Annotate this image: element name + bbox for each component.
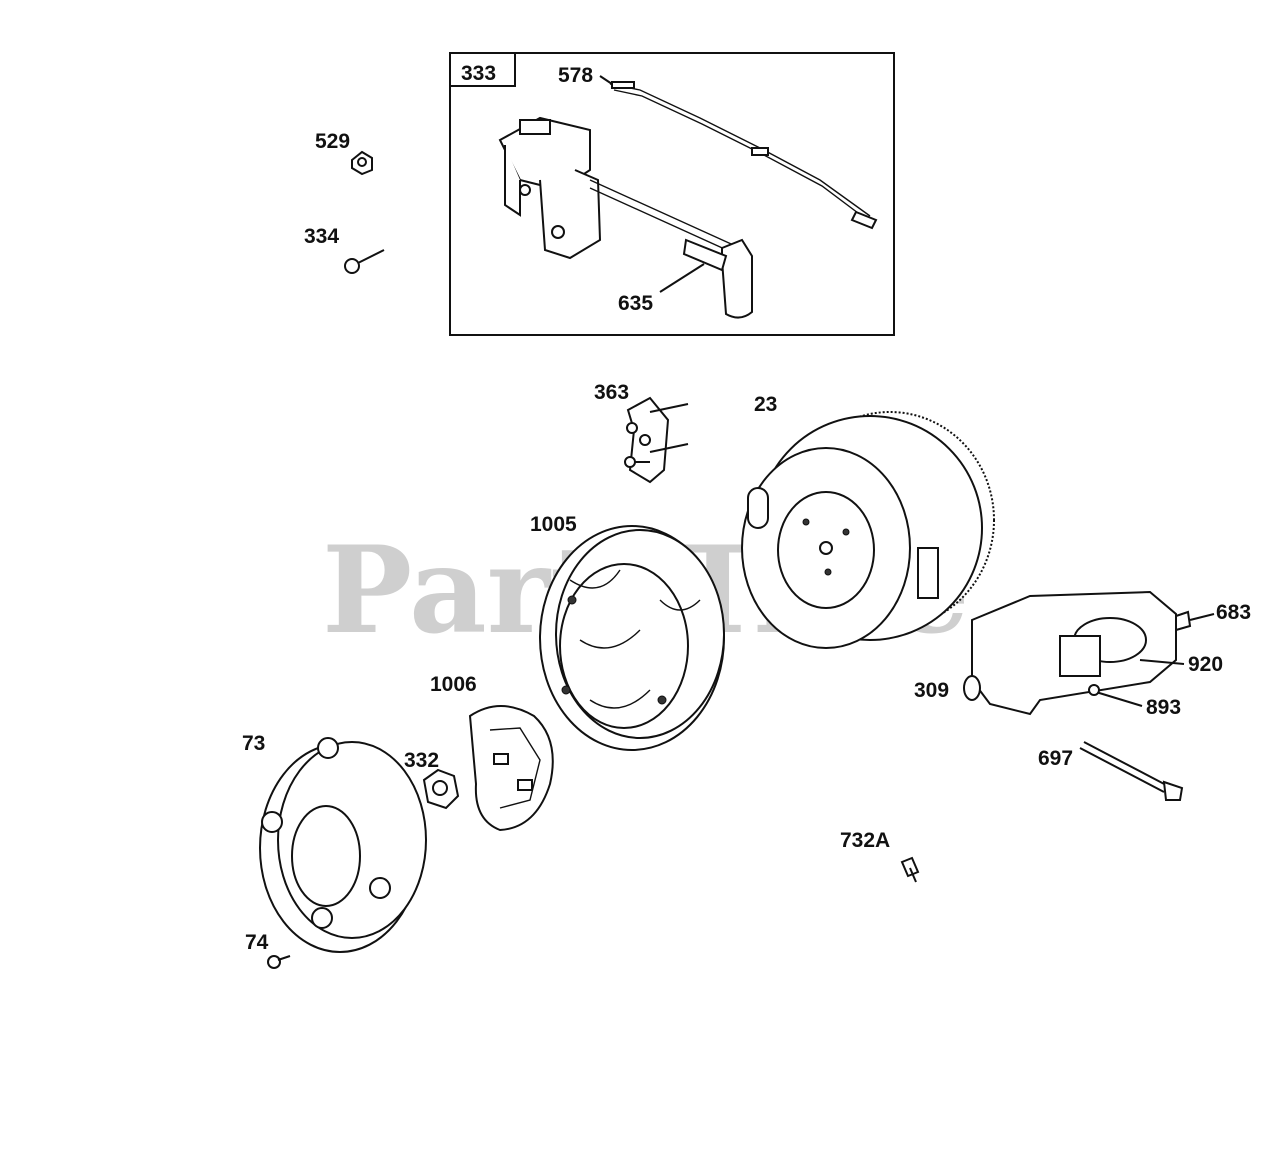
leader-635 <box>659 263 705 293</box>
leader-893 <box>1095 691 1143 707</box>
starter-nut-part[interactable] <box>1088 684 1100 696</box>
callout-893[interactable]: 893 <box>1146 696 1181 719</box>
leader-920 <box>1139 659 1185 665</box>
starter-bolt-part[interactable] <box>1079 741 1184 801</box>
flywheel-part[interactable] <box>741 411 995 649</box>
callout-74[interactable]: 74 <box>245 931 269 954</box>
callout-529[interactable]: 529 <box>315 130 350 153</box>
callout-920[interactable]: 920 <box>1188 653 1223 676</box>
callout-697[interactable]: 697 <box>1038 747 1073 770</box>
callout-334[interactable]: 334 <box>304 225 339 248</box>
starter-motor-part[interactable] <box>963 590 1192 716</box>
grommet-part[interactable] <box>351 150 373 176</box>
callout-635[interactable]: 635 <box>618 292 653 315</box>
flywheel-nut-part[interactable] <box>422 768 460 810</box>
callout-332[interactable]: 332 <box>404 749 439 772</box>
coil-screw-part[interactable] <box>344 249 385 274</box>
spark-plug-boot-part[interactable] <box>682 238 753 319</box>
cover-screw-part[interactable] <box>267 955 291 969</box>
cooling-fan-part[interactable] <box>539 525 725 751</box>
leader-578 <box>599 75 613 85</box>
callout-309[interactable]: 309 <box>914 679 949 702</box>
callout-363[interactable]: 363 <box>594 381 629 404</box>
callout-1006[interactable]: 1006 <box>430 673 477 696</box>
fan-cover-part[interactable] <box>259 737 427 953</box>
leader-683 <box>1189 613 1215 621</box>
callout-23[interactable]: 23 <box>754 393 777 416</box>
callout-333[interactable]: 333 <box>461 62 496 85</box>
callout-73[interactable]: 73 <box>242 732 265 755</box>
ignition-coil-assembly-box <box>449 52 895 336</box>
callout-1005[interactable]: 1005 <box>530 513 577 536</box>
ignition-coil-part[interactable] <box>498 116 741 260</box>
callout-683[interactable]: 683 <box>1216 601 1251 624</box>
callout-578[interactable]: 578 <box>558 64 593 87</box>
callout-732a[interactable]: 732A <box>840 829 890 852</box>
rotating-screen-part[interactable] <box>468 705 554 832</box>
mounting-bracket-part[interactable] <box>624 396 689 484</box>
ground-wire-part[interactable] <box>609 81 878 230</box>
small-screw-part[interactable] <box>900 856 920 883</box>
